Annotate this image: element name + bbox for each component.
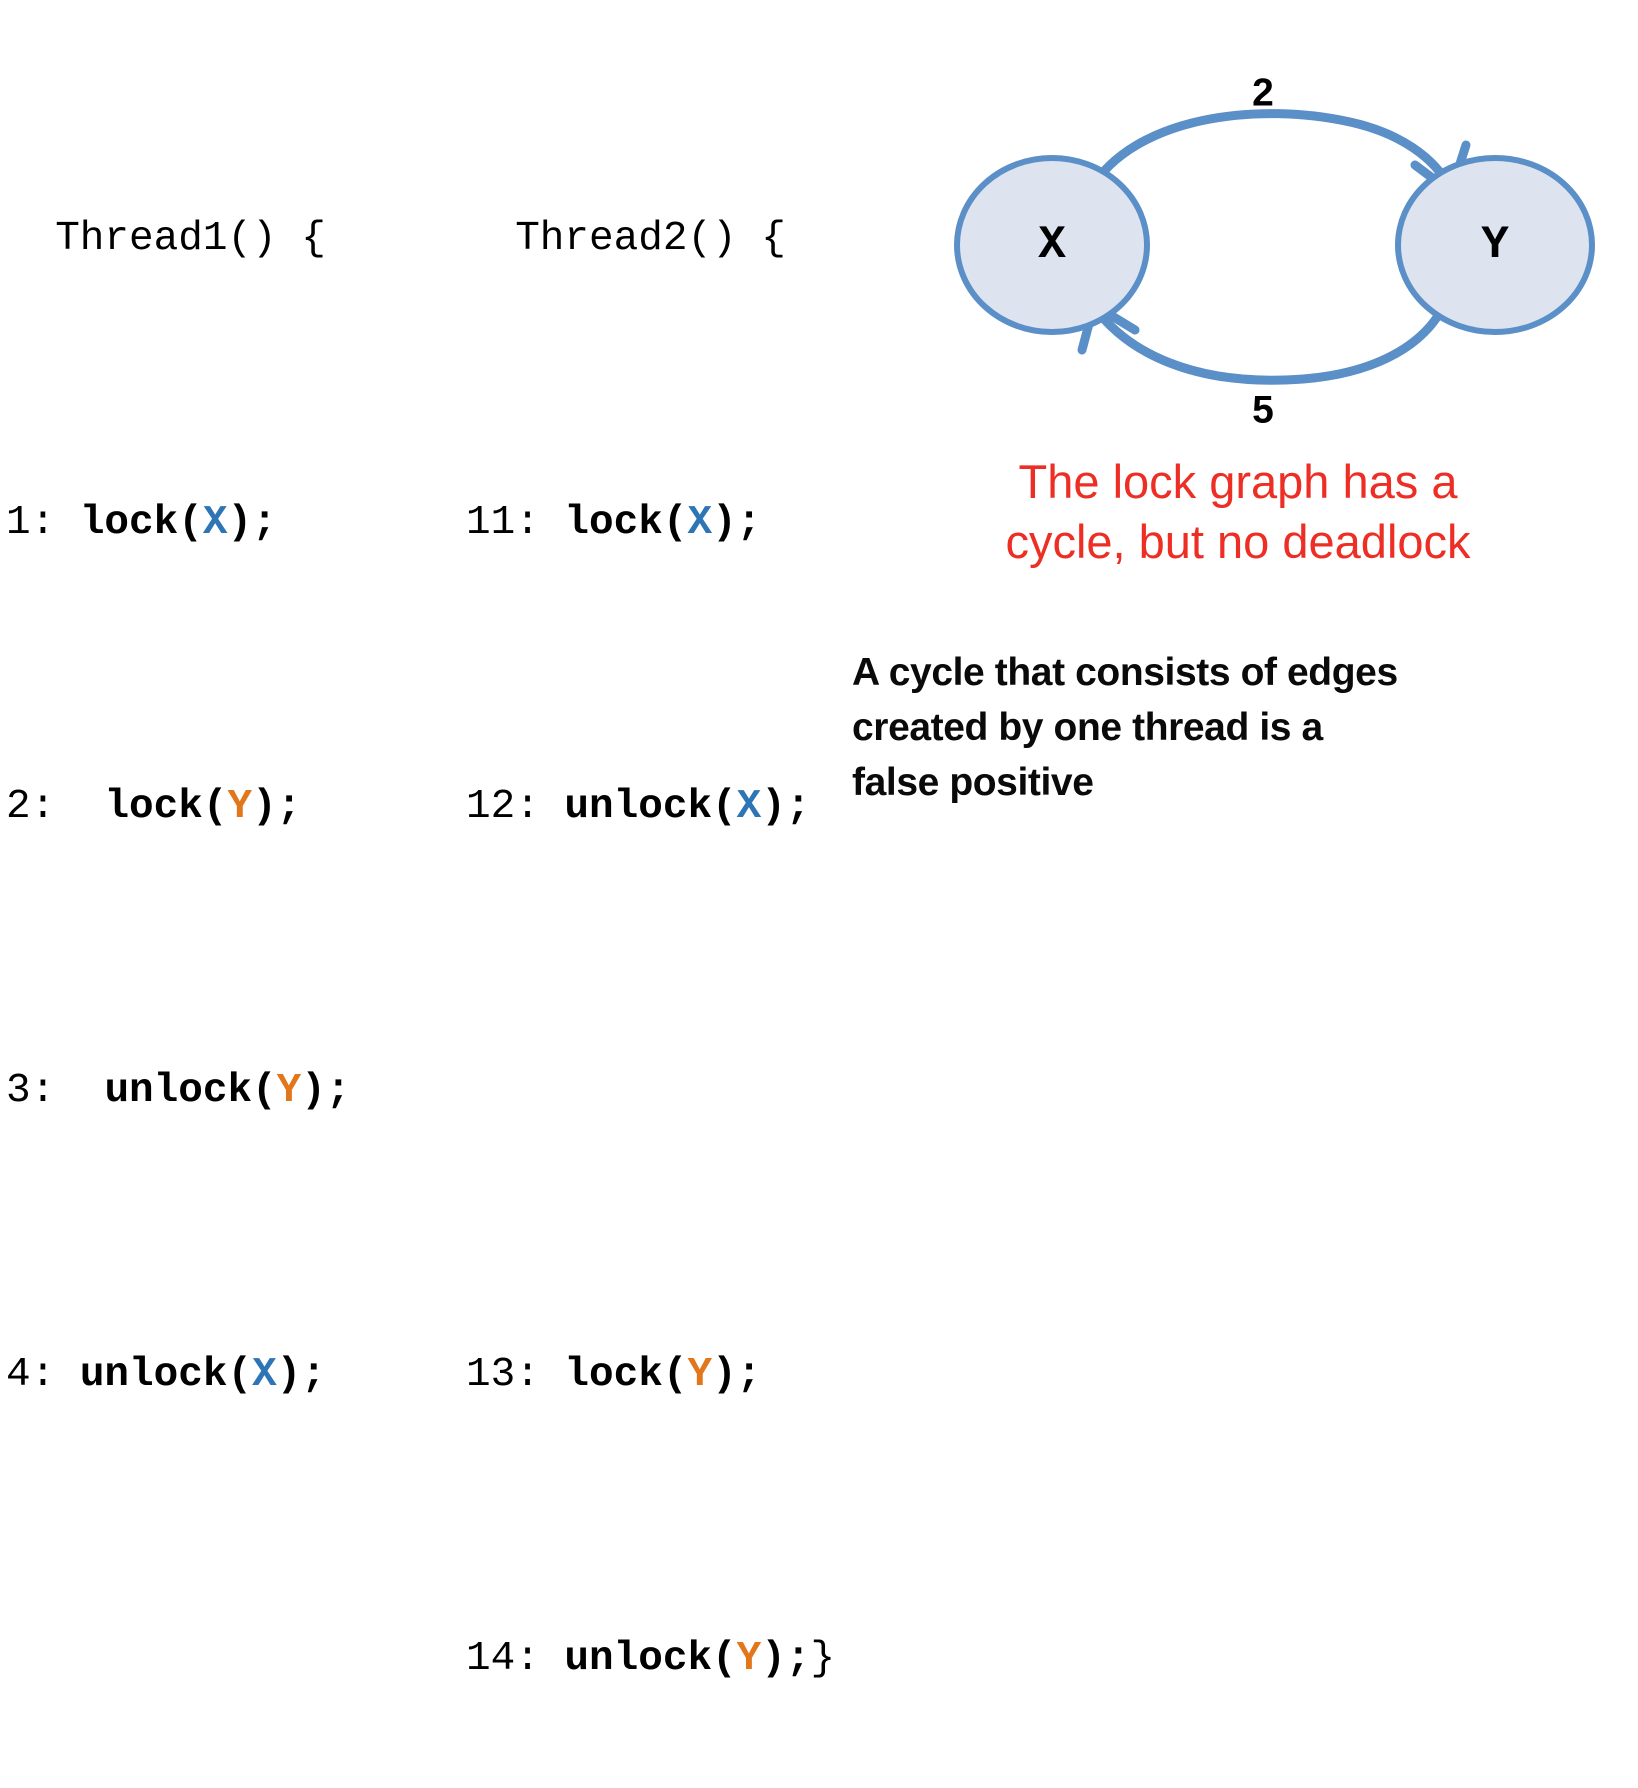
edge-y-to-x: [1090, 285, 1455, 385]
note-line-1: A cycle that consists of edges: [852, 651, 1398, 694]
line-number: 13:: [466, 1352, 540, 1398]
statement-suffix: );: [761, 784, 811, 830]
note-line-2: created by one thread is a: [852, 706, 1323, 749]
statement-suffix: );: [276, 1352, 326, 1398]
lock-variable-x: X: [687, 500, 713, 546]
line-indent: [55, 1352, 80, 1398]
code-blank-line: [6, 1624, 351, 1695]
code-line-13: 13: lock(Y);: [466, 1340, 835, 1411]
lock-variable-x: X: [202, 500, 228, 546]
lock-variable-y: Y: [687, 1352, 713, 1398]
closing-brace: }: [810, 1636, 836, 1682]
edge-x-to-y: [1085, 109, 1455, 195]
statement-prefix: lock(: [564, 1352, 688, 1398]
lock-variable-y: Y: [276, 1068, 302, 1114]
statement-suffix: );: [761, 1636, 811, 1682]
code-line-3: 3: unlock(Y);: [6, 1056, 351, 1127]
line-number: 12:: [466, 784, 540, 830]
graph-node-y-label: Y: [1481, 219, 1509, 271]
lock-variable-x: X: [252, 1352, 277, 1398]
graph-node-y: [1395, 155, 1595, 335]
lock-graph-diagram: X Y 2 5: [930, 40, 1638, 430]
statement-prefix: unlock(: [564, 784, 737, 830]
line-indent: [540, 1636, 565, 1682]
code-line-4: 4: unlock(X);: [6, 1340, 351, 1411]
statement-suffix: );: [712, 1352, 762, 1398]
thread1-header: Thread1() {: [6, 216, 326, 262]
red-caption: The lock graph has a cycle, but no deadl…: [908, 452, 1568, 572]
red-caption-line-1: The lock graph has a: [1018, 455, 1458, 508]
code-line-11: 11: lock(X);: [466, 488, 835, 559]
graph-node-x-label: X: [1038, 219, 1066, 271]
thread2-code-block: Thread2() { 11: lock(X); 12: unlock(X); …: [466, 62, 835, 1766]
red-caption-line-2: cycle, but no deadlock: [1005, 515, 1471, 568]
edge-label-top: 2: [1252, 72, 1274, 115]
code-line-12: 12: unlock(X);: [466, 772, 835, 843]
line-indent: [55, 500, 80, 546]
graph-node-x: [954, 155, 1150, 335]
line-number: 2:: [6, 784, 56, 830]
statement-prefix: lock(: [79, 500, 203, 546]
statement-prefix: unlock(: [564, 1636, 737, 1682]
note-line-3: false positive: [852, 761, 1094, 804]
line-indent: [540, 500, 565, 546]
lock-variable-y: Y: [736, 1636, 762, 1682]
statement-prefix: lock(: [564, 500, 688, 546]
line-indent: [55, 1068, 104, 1114]
thread2-header: Thread2() {: [466, 216, 786, 262]
lock-variable-y: Y: [227, 784, 253, 830]
line-indent: [55, 784, 104, 830]
line-number: 11:: [466, 500, 540, 546]
line-number: 14:: [466, 1636, 540, 1682]
line-number: 1:: [6, 500, 56, 546]
line-number: 3:: [6, 1068, 56, 1114]
code-blank-line: [466, 1056, 835, 1127]
statement-suffix: );: [712, 500, 762, 546]
code-line-1: 1: lock(X);: [6, 488, 351, 559]
statement-prefix: unlock(: [79, 1352, 253, 1398]
note-paragraph: A cycle that consists of edges created b…: [852, 645, 1552, 810]
statement-prefix: lock(: [104, 784, 228, 830]
edge-label-bottom: 5: [1252, 389, 1274, 431]
code-line-2: 2: lock(Y);: [6, 772, 351, 843]
statement-suffix: );: [227, 500, 277, 546]
lock-variable-x: X: [736, 784, 762, 830]
code-line-14: 14: unlock(Y);}: [466, 1624, 835, 1695]
statement-suffix: );: [301, 1068, 351, 1114]
line-indent: [540, 1352, 565, 1398]
statement-suffix: );: [252, 784, 302, 830]
line-number: 4:: [6, 1352, 56, 1398]
line-indent: [540, 784, 565, 830]
thread1-code-block: Thread1() { 1: lock(X); 2: lock(Y); 3: u…: [6, 62, 351, 1788]
statement-prefix: unlock(: [104, 1068, 277, 1114]
